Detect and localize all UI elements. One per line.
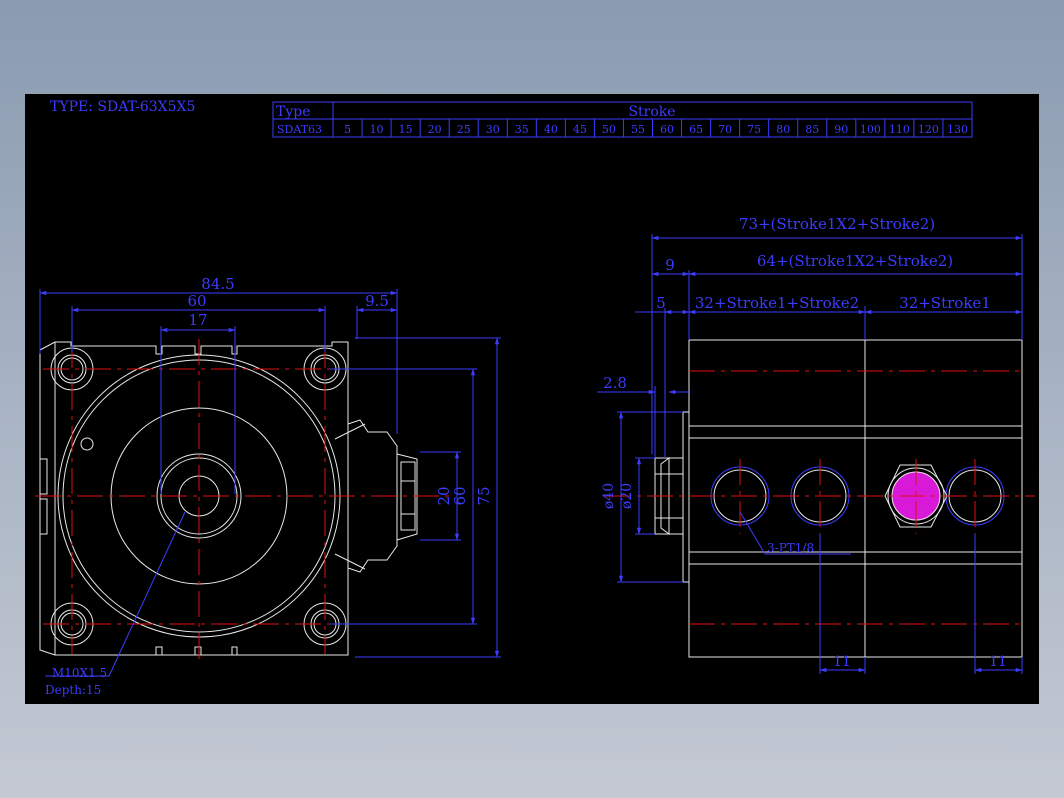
port-label: 3-PT1/8 <box>767 541 814 555</box>
dim-side-body: 64+(Stroke1X2+Stroke2) <box>757 252 953 270</box>
dim-front-rod-width: 17 <box>188 311 207 329</box>
stroke-cell: 55 <box>631 123 645 136</box>
dim-side-section1: 32+Stroke1+Stroke2 <box>695 294 859 312</box>
stroke-cell: 5 <box>344 123 351 136</box>
front-view: 84.5 60 9.5 17 20 60 75 M10X1.5 Depth:15 <box>35 275 501 697</box>
stroke-cells: 5 10 15 20 25 30 35 40 45 50 55 60 65 70 75 80 85 90 100 11… <box>344 119 968 137</box>
stroke-table: Type Stroke SDAT63 5 10 15 20 25 30 35 40 45 50 55… <box>272 101 973 138</box>
stroke-cell: 40 <box>544 123 558 136</box>
stroke-cell: 80 <box>776 123 790 136</box>
stroke-cell: 35 <box>515 123 529 136</box>
dim-side-section2: 32+Stroke1 <box>899 294 991 312</box>
thread-label: M10X1.5 <box>52 666 107 680</box>
cad-drawing: TYPE: SDAT-63X5X5 Type Stroke SDAT63 5 10… <box>35 99 1035 697</box>
stroke-cell: 120 <box>918 123 939 136</box>
dim-side-port-right: 11 <box>989 654 1007 670</box>
dim-side-port-left: 11 <box>833 654 851 670</box>
dim-side-dia40: ø40 <box>601 483 617 509</box>
dim-front-port-height: 20 <box>435 486 453 505</box>
table-type-header: Type <box>276 104 311 120</box>
dim-front-port-offset: 9.5 <box>365 292 389 310</box>
dim-side-rod-end: 5 <box>656 294 666 312</box>
stroke-cell: 60 <box>660 123 674 136</box>
stroke-cell: 50 <box>602 123 616 136</box>
stroke-cell: 45 <box>573 123 587 136</box>
front-body-outline <box>54 341 349 656</box>
dim-front-overall-height: 75 <box>475 486 493 505</box>
stroke-cell: 25 <box>457 123 471 136</box>
side-body <box>688 339 1023 658</box>
table-model: SDAT63 <box>277 123 322 136</box>
stroke-cell: 130 <box>947 123 968 136</box>
side-view: 73+(Stroke1X2+Stroke2) 9 64+(Stroke1X2+S… <box>597 215 1035 674</box>
stroke-cell: 15 <box>399 123 413 136</box>
dim-side-nose: 9 <box>665 256 675 274</box>
dim-front-hole-vertical: 60 <box>451 486 469 505</box>
stroke-cell: 100 <box>860 123 881 136</box>
dim-front-overall-width: 84.5 <box>201 275 234 293</box>
dim-front-hole-spacing: 60 <box>187 292 206 310</box>
stroke-cell: 30 <box>486 123 500 136</box>
cad-viewport[interactable]: TYPE: SDAT-63X5X5 Type Stroke SDAT63 5 10… <box>25 94 1039 704</box>
stroke-cell: 75 <box>747 123 761 136</box>
stroke-cell: 110 <box>889 123 910 136</box>
stroke-cell: 20 <box>428 123 442 136</box>
drawing-title: TYPE: SDAT-63X5X5 <box>50 99 195 115</box>
table-stroke-header: Stroke <box>628 104 675 120</box>
dim-side-dia20: ø20 <box>619 483 635 509</box>
depth-label: Depth:15 <box>45 683 101 697</box>
stroke-cell: 70 <box>718 123 732 136</box>
stroke-cell: 65 <box>689 123 703 136</box>
stroke-cell: 85 <box>805 123 819 136</box>
stroke-cell: 10 <box>370 123 384 136</box>
dim-side-total: 73+(Stroke1X2+Stroke2) <box>739 215 935 233</box>
stroke-cell: 90 <box>834 123 848 136</box>
dim-side-flange: 2.8 <box>603 374 627 392</box>
